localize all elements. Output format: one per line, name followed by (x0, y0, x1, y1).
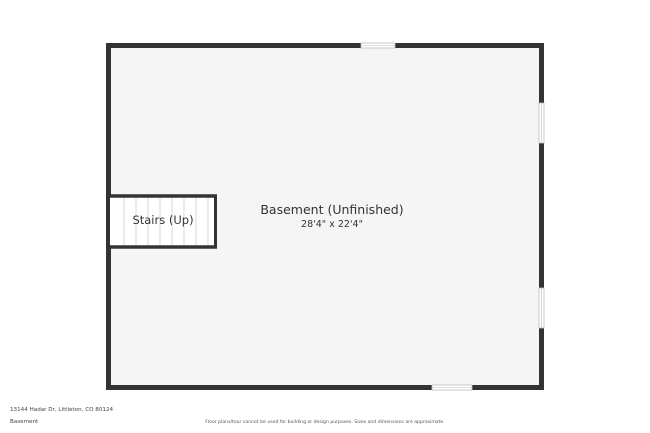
property-address: 13144 Hadar Dr, Littleton, CO 80124 (10, 407, 114, 413)
window-right-lower (538, 287, 545, 329)
window-top (360, 42, 396, 49)
disclaimer-text: Floor plans/tour cannot be used for buil… (205, 420, 445, 425)
floor-level-label: Basement (10, 419, 39, 425)
room-name-label: Basement (Unfinished) (260, 202, 403, 217)
window-right-upper (538, 102, 545, 144)
exterior-wall (106, 43, 544, 390)
stair-treads (123, 197, 209, 246)
room-dimensions-label: 28'4" x 22'4" (301, 219, 363, 230)
window-bottom (431, 384, 473, 391)
stairs: Stairs (Up) (110, 194, 217, 249)
stairs-label: Stairs (Up) (132, 213, 193, 227)
